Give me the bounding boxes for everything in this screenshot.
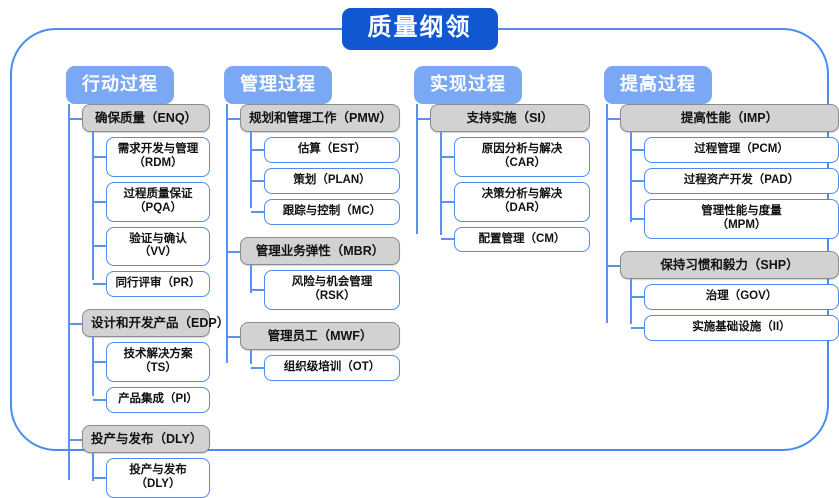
- group-list: 规划和管理工作（PMW） 估算（EST） 策划（PLAN） 跟踪与控制（MC） 管理业务…: [218, 104, 400, 381]
- process-item[interactable]: 同行评审（PR）: [93, 271, 210, 297]
- column-header[interactable]: 管理过程: [224, 66, 332, 104]
- process-column: 管理过程规划和管理工作（PMW） 估算（EST） 策划（PLAN） 跟踪与控制（MC）…: [210, 66, 400, 498]
- diagram-root: 质量纲领 行动过程确保质量（ENQ）需求开发与管理（RDM）过程质量保证（PQA…: [10, 8, 839, 498]
- process-columns: 行动过程确保质量（ENQ）需求开发与管理（RDM）过程质量保证（PQA）验证与确…: [0, 66, 839, 498]
- process-item[interactable]: 过程管理（PCM）: [631, 137, 839, 164]
- process-item[interactable]: 需求开发与管理（RDM）: [93, 137, 210, 177]
- group-box[interactable]: 设计和开发产品（EDP）: [82, 308, 229, 338]
- group-box[interactable]: 保持习惯和毅力（SHP）: [620, 250, 839, 279]
- process-group: 保持习惯和毅力（SHP） 治理（GOV） 实施基础设施（II）: [606, 250, 839, 341]
- process-item[interactable]: 过程质量保证（PQA）: [93, 181, 210, 222]
- group-box[interactable]: 规划和管理工作（PMW）: [240, 104, 400, 133]
- process-item[interactable]: 决策分析与解决（DAR）: [441, 181, 590, 222]
- process-item[interactable]: 过程资产开发（PAD）: [631, 168, 839, 194]
- child-list: 需求开发与管理（RDM）过程质量保证（PQA）验证与确认（VV） 同行评审（PR）: [82, 132, 210, 297]
- process-item[interactable]: 治理（GOV）: [631, 283, 839, 310]
- group-box[interactable]: 管理员工（MWF）: [240, 321, 400, 351]
- process-item[interactable]: 产品集成（PI）: [93, 386, 210, 413]
- process-column: 提高过程提高性能（IMP） 过程管理（PCM） 过程资产开发（PAD） 管理性能与度量…: [590, 66, 839, 498]
- process-item[interactable]: 配置管理（CM）: [441, 226, 590, 253]
- diagram-title: 质量纲领: [341, 8, 498, 50]
- process-group: 管理业务弹性（MBR） 风险与机会管理（RSK）: [226, 236, 400, 310]
- process-item[interactable]: 技术解决方案（TS）: [93, 342, 210, 382]
- child-list: 过程管理（PCM） 过程资产开发（PAD） 管理性能与度量 （MPM）: [620, 132, 839, 239]
- process-group: 管理员工（MWF） 组织级培训（OT）: [226, 321, 400, 381]
- process-group: 投产与发布（DLY） 投产与发布（DLY）: [68, 424, 210, 498]
- column-header[interactable]: 实现过程: [414, 66, 522, 104]
- group-box[interactable]: 确保质量（ENQ）: [82, 104, 210, 133]
- process-group: 确保质量（ENQ）需求开发与管理（RDM）过程质量保证（PQA）验证与确认（VV…: [68, 104, 210, 297]
- group-box[interactable]: 提高性能（IMP）: [620, 104, 839, 133]
- process-item[interactable]: 原因分析与解决（CAR）: [441, 137, 590, 177]
- group-box[interactable]: 投产与发布（DLY）: [82, 424, 210, 454]
- group-box[interactable]: 管理业务弹性（MBR）: [240, 236, 400, 266]
- child-list: 风险与机会管理（RSK）: [240, 265, 400, 310]
- process-item[interactable]: 估算（EST）: [251, 137, 400, 164]
- group-list: 支持实施（SI） 原因分析与解决（CAR）决策分析与解决（DAR） 配置管理（CM）: [408, 104, 590, 253]
- column-header[interactable]: 行动过程: [66, 66, 174, 104]
- process-item[interactable]: 策划（PLAN）: [251, 168, 400, 194]
- group-box[interactable]: 支持实施（SI）: [430, 104, 590, 133]
- child-list: 原因分析与解决（CAR）决策分析与解决（DAR） 配置管理（CM）: [430, 132, 590, 253]
- process-item[interactable]: 验证与确认（VV）: [93, 226, 210, 267]
- column-header[interactable]: 提高过程: [604, 66, 712, 104]
- child-list: 组织级培训（OT）: [240, 350, 400, 381]
- process-group: 支持实施（SI） 原因分析与解决（CAR）决策分析与解决（DAR） 配置管理（CM）: [416, 104, 590, 253]
- child-list: 估算（EST） 策划（PLAN） 跟踪与控制（MC）: [240, 132, 400, 225]
- process-item[interactable]: 跟踪与控制（MC）: [251, 198, 400, 225]
- child-list: 治理（GOV） 实施基础设施（II）: [620, 278, 839, 341]
- process-group: 设计和开发产品（EDP） 技术解决方案（TS） 产品集成（PI）: [68, 308, 229, 413]
- child-list: 技术解决方案（TS） 产品集成（PI）: [82, 337, 210, 413]
- child-list: 投产与发布（DLY）: [82, 453, 210, 498]
- process-item[interactable]: 风险与机会管理（RSK）: [251, 270, 400, 310]
- process-item[interactable]: 管理性能与度量 （MPM）: [631, 198, 839, 239]
- process-column: 实现过程支持实施（SI） 原因分析与解决（CAR）决策分析与解决（DAR） 配置管理…: [400, 66, 590, 498]
- process-item[interactable]: 实施基础设施（II）: [631, 314, 839, 341]
- process-group: 规划和管理工作（PMW） 估算（EST） 策划（PLAN） 跟踪与控制（MC）: [226, 104, 400, 225]
- process-item[interactable]: 投产与发布（DLY）: [93, 458, 210, 498]
- group-list: 提高性能（IMP） 过程管理（PCM） 过程资产开发（PAD） 管理性能与度量 （MP…: [598, 104, 839, 341]
- group-list: 确保质量（ENQ）需求开发与管理（RDM）过程质量保证（PQA）验证与确认（VV…: [60, 104, 229, 498]
- process-item[interactable]: 组织级培训（OT）: [251, 355, 400, 381]
- process-column: 行动过程确保质量（ENQ）需求开发与管理（RDM）过程质量保证（PQA）验证与确…: [0, 66, 229, 498]
- process-group: 提高性能（IMP） 过程管理（PCM） 过程资产开发（PAD） 管理性能与度量 （MP…: [606, 104, 839, 239]
